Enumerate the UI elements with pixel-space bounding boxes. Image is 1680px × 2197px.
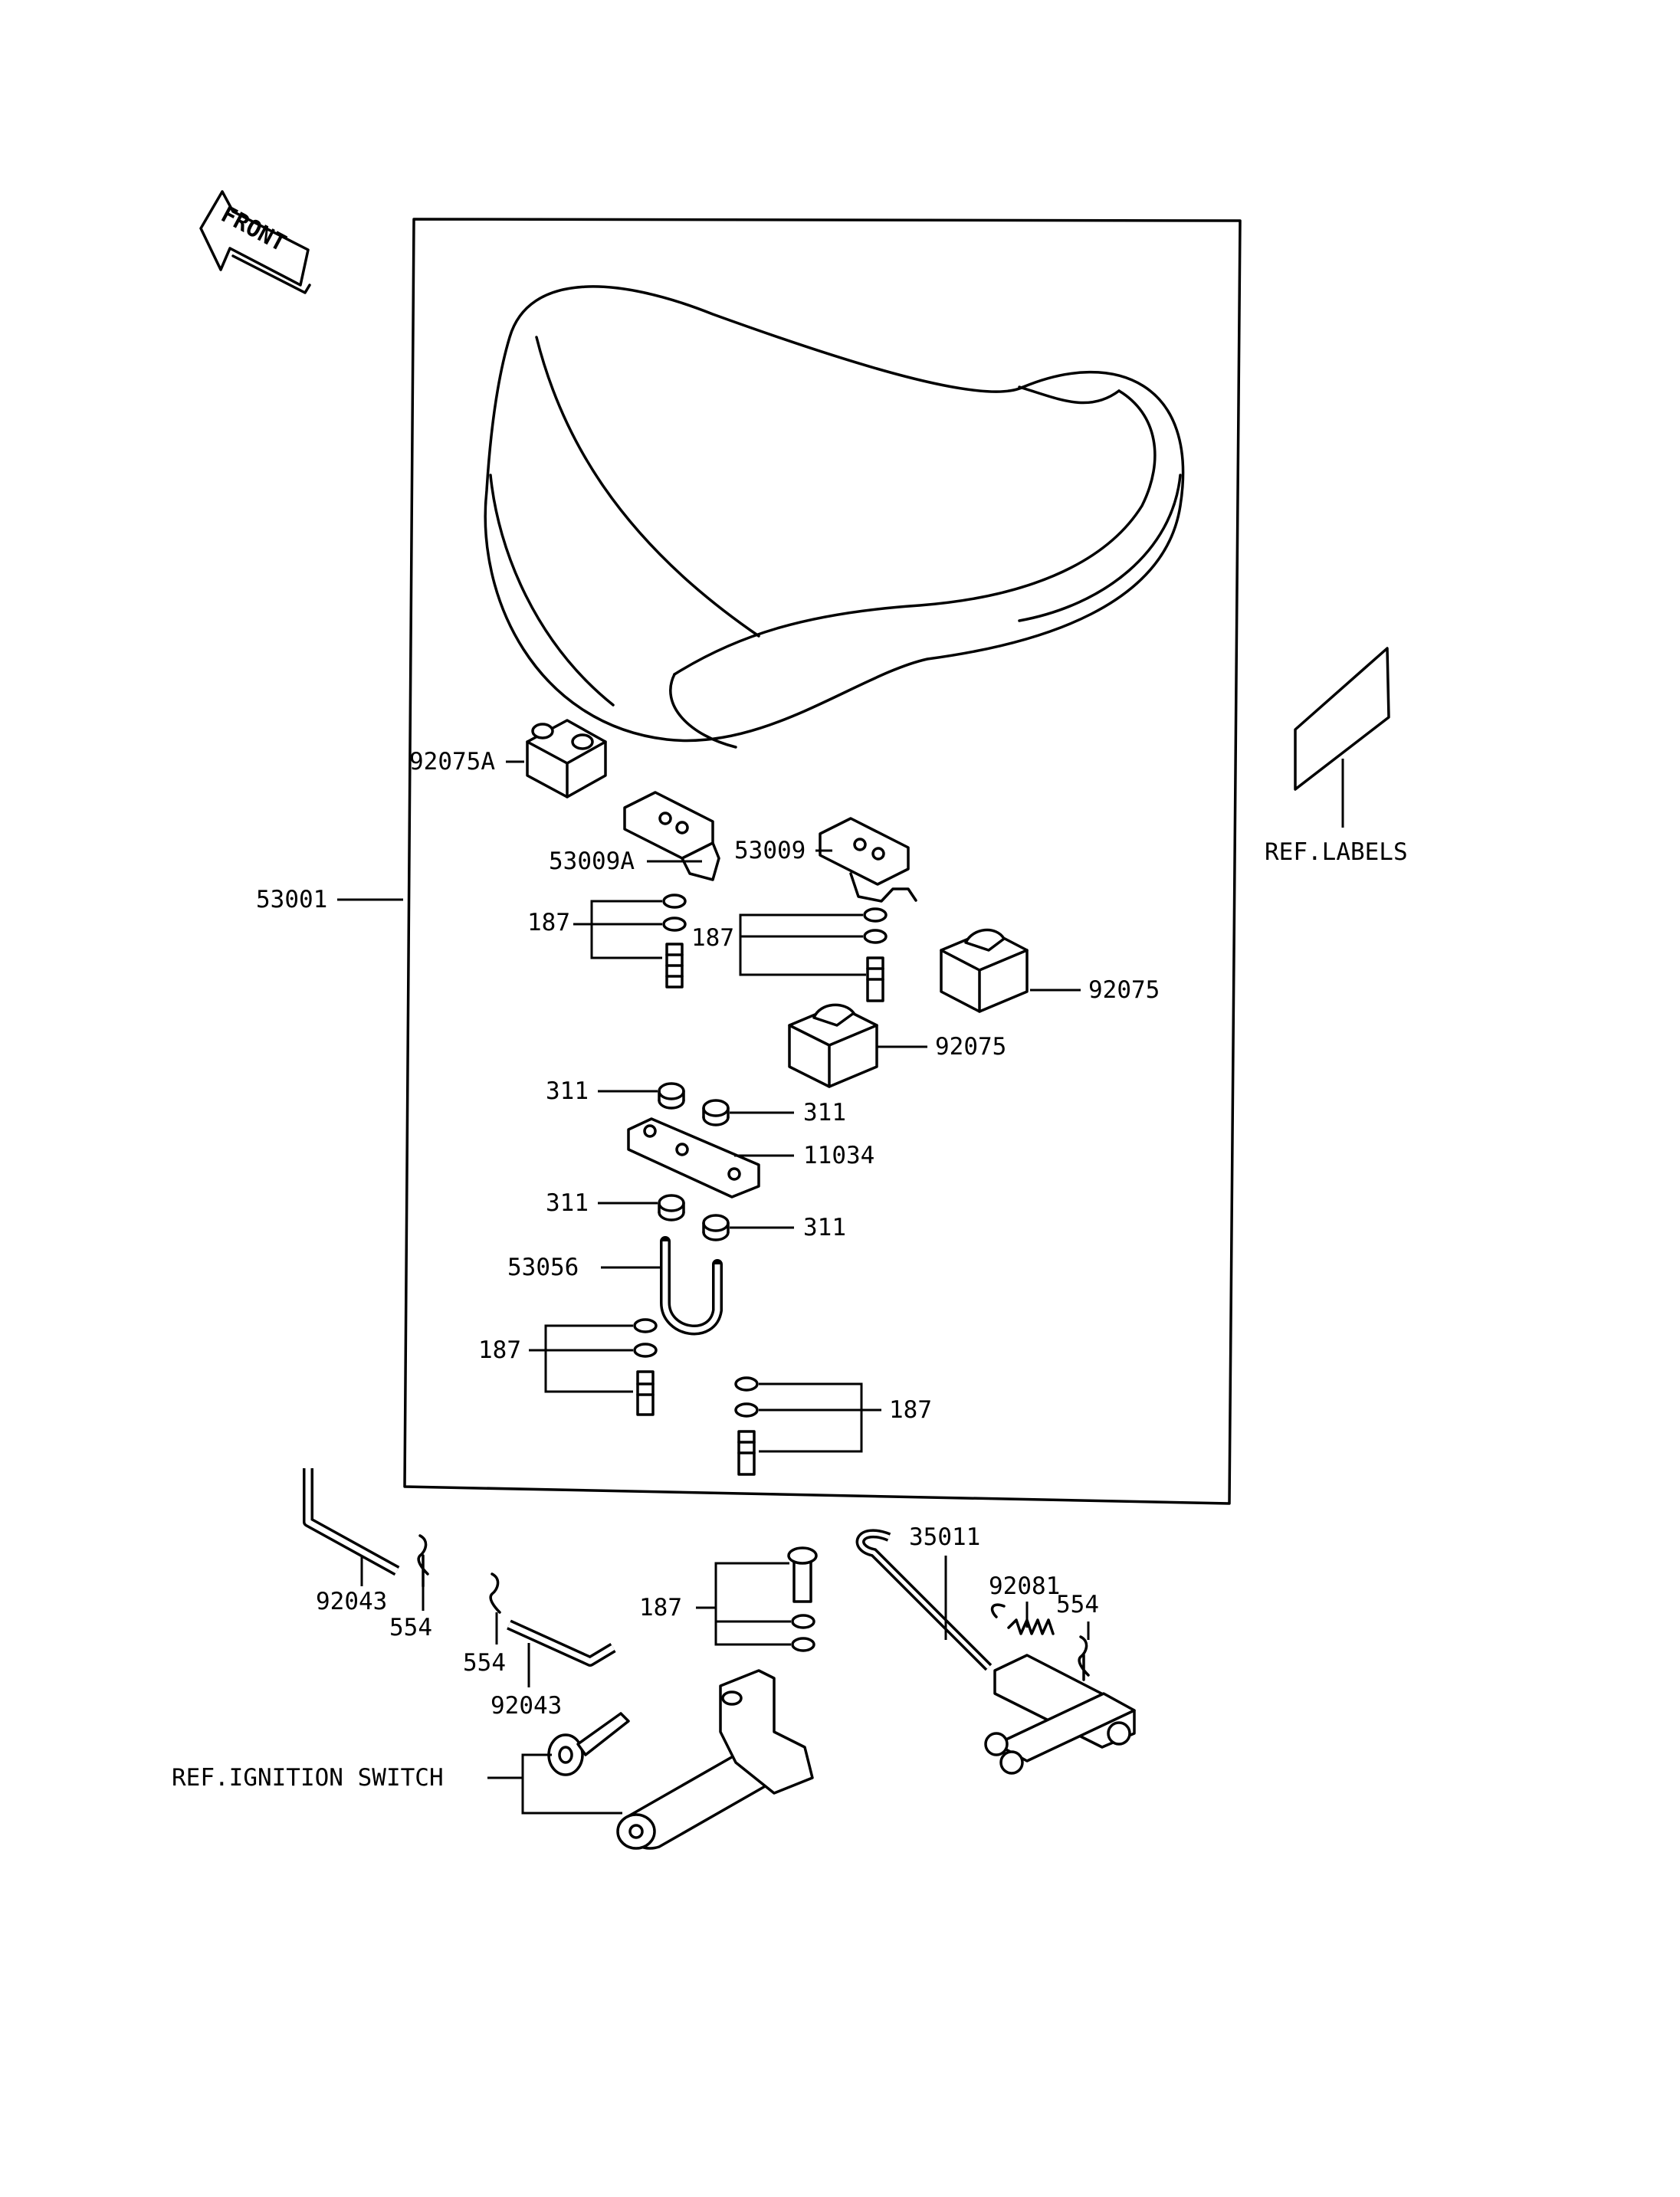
leader-lines [337,759,1344,1815]
cover-92075a-part [526,719,607,798]
label-187-c: 187 [478,1336,521,1364]
plate-11034-part [627,1117,760,1199]
front-arrow-icon: FRONT [199,190,311,294]
bolt-set-left-lower [633,1318,658,1416]
label-187-e: 187 [639,1594,682,1622]
nut-311-c [658,1194,685,1221]
bracket-53009a-part [623,791,720,881]
pin-92043-lower [507,1619,616,1667]
label-187-a: 187 [527,909,570,936]
label-92043-b: 92043 [491,1692,562,1720]
nut-311-a [658,1082,685,1110]
label-53009: 53009 [734,837,806,864]
ignition-lock-part [616,1669,814,1850]
label-311-a: 311 [546,1077,589,1105]
label-92043-a: 92043 [316,1588,387,1615]
label-554-a: 554 [389,1614,432,1641]
label-53009a: 53009A [549,848,635,875]
clip-554-right [1078,1635,1090,1681]
seat-drawing [484,285,1185,749]
label-ref-labels: REF.LABELS [1265,838,1408,866]
bolt-set-right-upper [863,907,888,1002]
label-554-c: 554 [1056,1591,1099,1618]
cover-92075-right [940,928,1029,1013]
bolt-set-right-lower [734,1376,759,1476]
assembly-frame [403,218,1242,1505]
label-311-d: 311 [803,1214,846,1241]
u-bolt-53056-part [660,1236,723,1336]
key-icon [547,1712,630,1776]
label-92075-b: 92075 [935,1033,1006,1061]
label-311-b: 311 [803,1099,846,1126]
label-92081: 92081 [989,1572,1060,1600]
clip-554-left [417,1534,429,1588]
spring-92081 [990,1603,1055,1635]
label-53001: 53001 [256,886,327,913]
hook-rod-35011 [855,1529,993,1671]
bracket-53009-part [819,817,917,903]
pin-92043-left [303,1468,400,1576]
label-92075a: 92075A [409,748,495,776]
label-187-b: 187 [691,924,734,952]
label-53056: 53056 [507,1254,579,1281]
clip-554-lower [489,1572,501,1614]
label-311-c: 311 [546,1189,589,1217]
bolt-set-left-upper [662,894,687,989]
cover-92075-center [788,1003,878,1088]
seat-hinge-part [984,1654,1136,1775]
label-187-d: 187 [889,1396,932,1424]
label-35011: 35011 [909,1523,980,1551]
label-92075-a: 92075 [1088,976,1160,1004]
label-11034: 11034 [803,1142,874,1169]
label-554-b: 554 [463,1649,506,1677]
nut-311-d [702,1214,730,1241]
label-ref-ignition-switch: REF.IGNITION SWITCH [172,1764,444,1792]
screw-set-lower [787,1546,818,1652]
ref-labels-card [1294,647,1390,791]
nut-311-b [702,1099,730,1126]
